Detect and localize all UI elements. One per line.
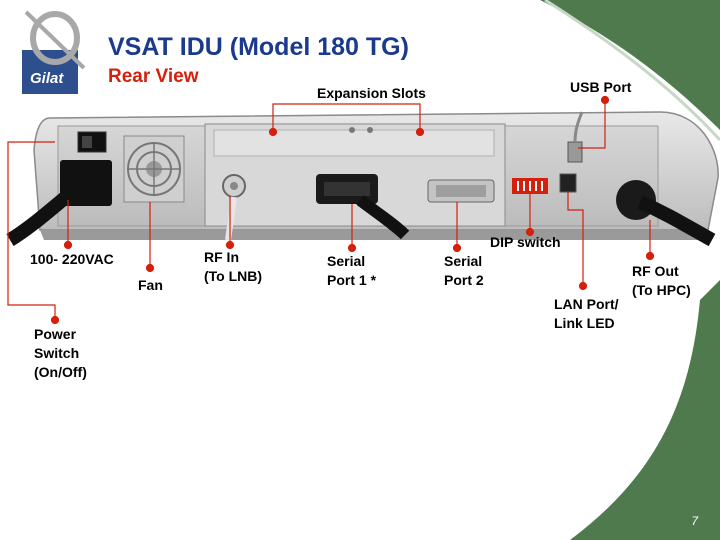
gilat-logo xyxy=(22,10,86,94)
label-rf-out: RF Out (To HPC) xyxy=(632,263,691,298)
slide-title: VSAT IDU (Model 180 TG) xyxy=(108,33,409,61)
slide-subtitle: Rear View xyxy=(108,66,199,87)
top-right-green-swoosh xyxy=(540,0,720,130)
page-number: 7 xyxy=(691,514,698,528)
power-switch-leader xyxy=(7,141,56,320)
expansion-slots-leader xyxy=(272,103,421,132)
usb-port-leader xyxy=(578,100,606,149)
ac-power-cable xyxy=(6,186,77,247)
label-ac-power: 100- 220VAC xyxy=(30,251,114,267)
logo-text: Gilat xyxy=(30,70,64,87)
label-usb-port: USB Port xyxy=(570,79,632,95)
label-dip-switch: DIP switch xyxy=(490,234,561,250)
right-green-swoosh xyxy=(570,280,720,540)
label-expansion-slots: Expansion Slots xyxy=(317,85,426,101)
label-rf-in: RF In (To LNB) xyxy=(204,249,263,284)
label-serial-port-2: Serial Port 2 xyxy=(444,253,484,288)
label-serial-port-1: Serial Port 1 * xyxy=(327,253,377,288)
label-power-switch: Power Switch (On/Off) xyxy=(34,326,87,380)
label-fan: Fan xyxy=(138,277,163,293)
lan-port-leader xyxy=(567,192,584,286)
rf-out-cable xyxy=(637,195,716,247)
label-lan-port: LAN Port/ Link LED xyxy=(554,296,619,331)
